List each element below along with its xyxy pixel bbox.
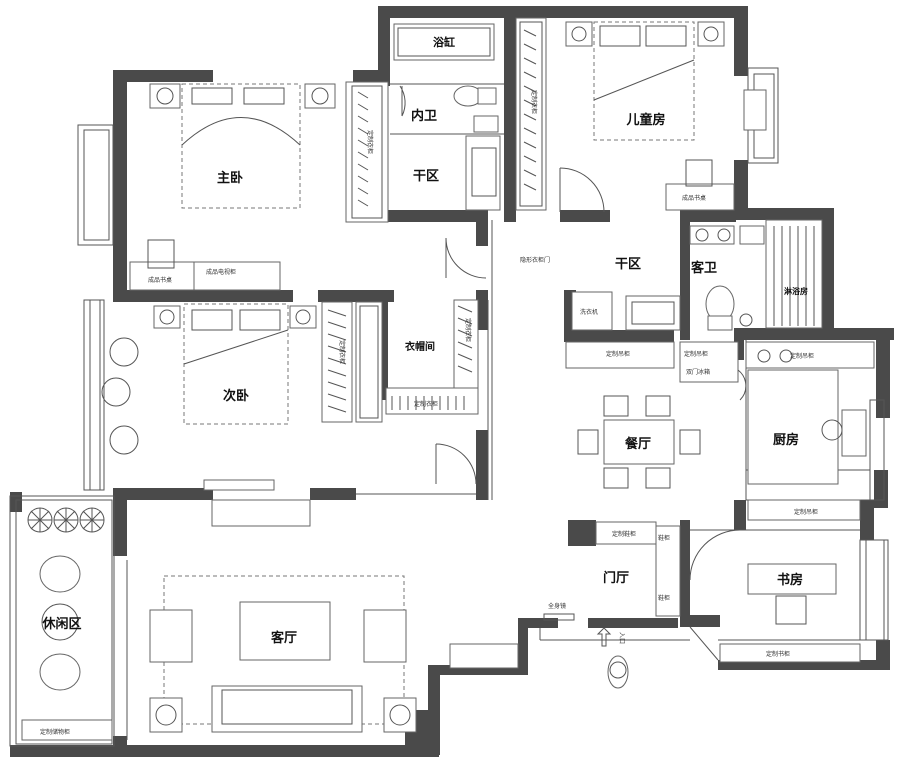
label-living: 客厅 [271, 630, 297, 646]
label-wardrobe-second-b: 定制衣柜 [464, 318, 472, 342]
label-leisure-cabinet: 定制储物柜 [40, 728, 70, 736]
label-study: 书房 [777, 572, 803, 588]
label-wardrobe-kids: 定制衣柜 [530, 90, 538, 114]
inner-bath [390, 23, 504, 211]
living-room [149, 499, 519, 733]
label-cloakroom: 衣帽间 [405, 340, 435, 353]
label-bathtub: 浴缸 [433, 35, 455, 49]
label-washer: 洗衣机 [580, 308, 598, 316]
label-entrance: 入口 [618, 632, 625, 644]
kids-room [515, 17, 767, 213]
label-foyer-cab-a: 鞋柜 [658, 534, 670, 542]
label-wardrobe-second-a: 定制衣柜 [338, 340, 346, 364]
label-kitchen-top: 定制吊柜 [790, 352, 814, 360]
label-kids-room: 儿童房 [625, 112, 665, 128]
label-cabinet-dry: 定制吊柜 [606, 350, 630, 358]
label-desk-master: 成品书桌 [148, 276, 172, 284]
foyer [543, 521, 681, 689]
label-wardrobe-master: 定制衣柜 [366, 130, 374, 154]
label-bookshelf: 定制书柜 [766, 650, 790, 658]
label-guest-bath: 客卫 [691, 260, 717, 276]
label-foyer-cab-b: 鞋柜 [658, 594, 670, 602]
label-kitchen: 厨房 [773, 432, 799, 448]
master-bedroom [129, 81, 487, 291]
label-tv-cabinet: 成品电视柜 [206, 268, 236, 276]
label-full-mirror: 全身镜 [548, 602, 566, 610]
cloakroom [385, 299, 479, 415]
label-dry-area-2: 干区 [615, 257, 641, 272]
label-inner-bath: 内卫 [411, 108, 437, 124]
label-shoe-cabinet: 定制鞋柜 [612, 530, 636, 538]
second-bedroom [101, 301, 477, 491]
kitchen [745, 341, 875, 521]
walls [10, 6, 894, 757]
label-hidden-door: 隐形衣柜门 [520, 256, 550, 264]
leisure-area [21, 507, 113, 741]
furniture-labels: 定制衣柜 成品书桌 成品电视柜 定制衣柜 成品书桌 隐形衣柜门 洗衣机 定制吊柜… [40, 90, 818, 736]
label-dry-area-1: 干区 [413, 169, 439, 184]
label-kitchen-bottom: 定制吊柜 [794, 508, 818, 516]
label-master-bedroom: 主卧 [217, 170, 243, 186]
label-leisure: 休闲区 [41, 616, 81, 632]
label-fridge: 双门冰箱 [686, 368, 710, 376]
study [689, 529, 861, 663]
room-labels: 主卧 浴缸 内卫 干区 儿童房 干区 客卫 淋浴房 次卧 衣帽间 餐厅 厨房 客… [41, 35, 808, 646]
label-dining: 餐厅 [624, 436, 651, 452]
dining [577, 369, 747, 489]
label-desk-kids: 成品书桌 [682, 194, 706, 202]
label-second-bedroom: 次卧 [223, 388, 249, 404]
label-cabinet-bath: 定制吊柜 [684, 350, 708, 358]
label-cloak-shelf: 定制衣柜 [414, 400, 438, 408]
guest-bath [565, 219, 823, 383]
label-shower-room: 淋浴房 [784, 286, 808, 296]
label-foyer: 门厅 [603, 570, 629, 586]
